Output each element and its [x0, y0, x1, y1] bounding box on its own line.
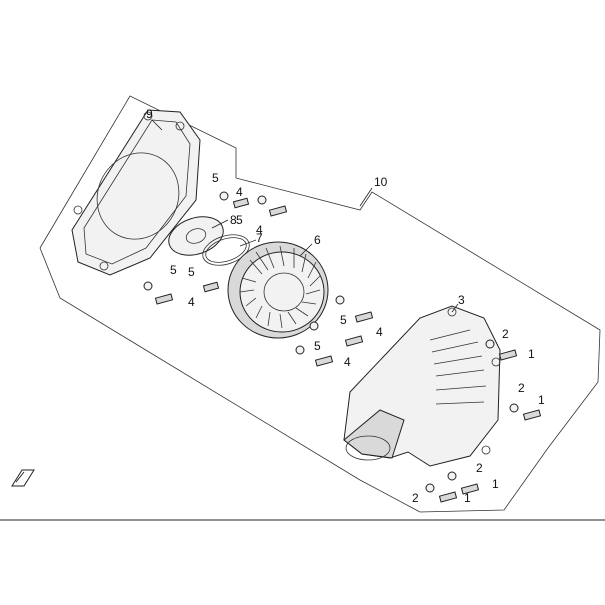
callout-5-center-lower: 5: [314, 339, 321, 353]
flange-plate: [168, 216, 224, 256]
washer: [257, 195, 267, 205]
bolt: [460, 483, 480, 495]
washer: [447, 471, 457, 481]
leader-lines: [151, 119, 459, 313]
bolt: [354, 311, 374, 323]
washer: [509, 403, 519, 413]
washer: [295, 345, 305, 355]
fan-shroud-cover: [343, 305, 501, 467]
callout-1-bottom-right: 1: [492, 477, 499, 491]
callout-9: 9: [146, 107, 153, 121]
callout-3: 3: [458, 293, 465, 307]
washer: [485, 339, 495, 349]
callout-5-upper-left: 5: [212, 171, 219, 185]
front-arrow-icon: [11, 469, 35, 487]
callout-4-center: 4: [376, 325, 383, 339]
callout-4-upper-left: 4: [236, 185, 243, 199]
bolt: [522, 409, 542, 421]
bolt: [232, 197, 250, 209]
callout-5-center: 5: [340, 313, 347, 327]
callout-1-right-lower: 1: [538, 393, 545, 407]
washer: [335, 295, 345, 305]
bolt: [344, 335, 364, 347]
bolt: [268, 205, 288, 217]
callout-7: 7: [256, 231, 263, 245]
assembly-outline: [39, 95, 601, 513]
cooling-fan: [227, 241, 329, 339]
callout-4-center-lower: 4: [344, 355, 351, 369]
washer: [425, 483, 435, 493]
callout-2-right-lower: 2: [518, 381, 525, 395]
washer: [309, 321, 319, 331]
callout-8: 8: [230, 213, 237, 227]
washer: [219, 191, 229, 201]
bolt: [438, 491, 458, 503]
callout-5-lower-left: 5: [170, 263, 177, 277]
washer-group: [143, 191, 519, 493]
callout-5-lower-left-b: 5: [188, 265, 195, 279]
callout-2-bottom-left: 2: [412, 491, 419, 505]
callout-6: 6: [314, 233, 321, 247]
bolt: [314, 355, 334, 367]
callout-1-bottom-left: 1: [464, 491, 471, 505]
callout-2-right-upper: 2: [502, 327, 509, 341]
bolt: [498, 349, 518, 361]
bolt: [202, 281, 220, 293]
washer: [143, 281, 153, 291]
callout-1-right-upper: 1: [528, 347, 535, 361]
callout-4-lower-left: 4: [188, 295, 195, 309]
back-plate-gasket: [71, 109, 201, 276]
callout-10: 10: [374, 175, 388, 189]
callout-5-upper-middle: 5: [236, 213, 243, 227]
callout-4-upper-middle: 4: [256, 223, 263, 237]
bolt-group: [154, 197, 542, 503]
bolt: [154, 293, 174, 305]
callout-2-bottom-right: 2: [476, 461, 483, 475]
